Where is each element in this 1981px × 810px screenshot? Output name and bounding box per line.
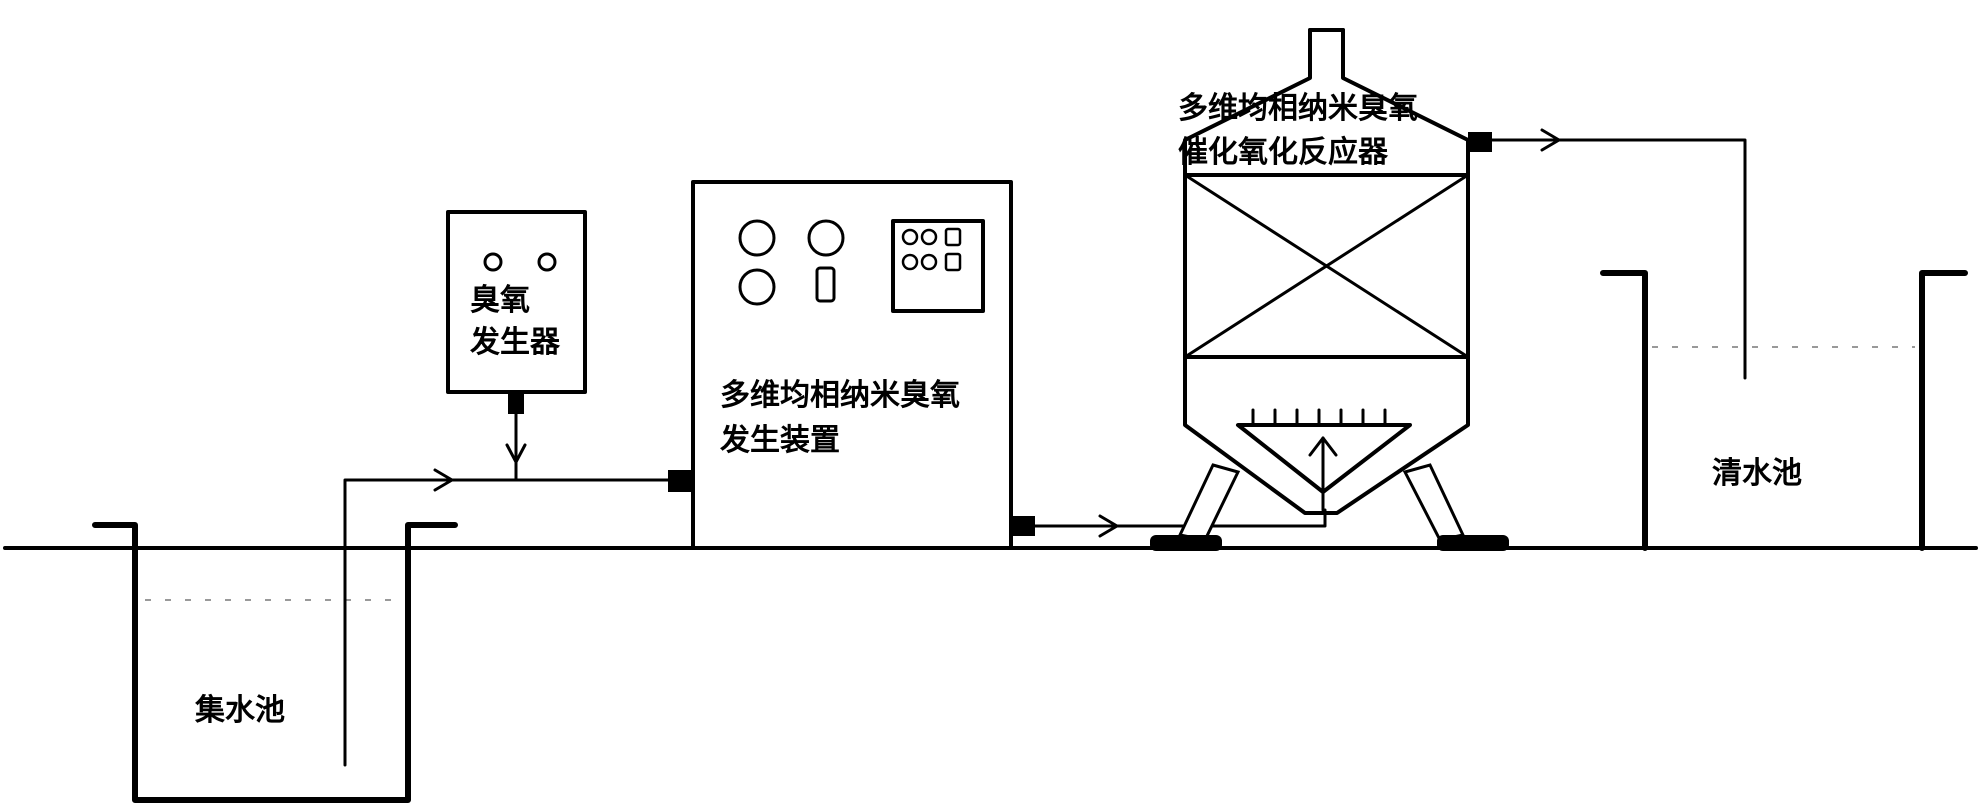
reactor-label-line1: 多维均相纳米臭氧 <box>1178 91 1418 126</box>
reactor-legs <box>1150 463 1509 551</box>
catalyst-bed-cross <box>1183 173 1470 359</box>
indicator-light <box>483 252 503 272</box>
catalytic-reactor: 多维均相纳米臭氧 催化氧化反应器 <box>1150 28 1509 551</box>
ozone-generator-label-line2: 发生器 <box>469 325 561 360</box>
outlet-pipe <box>1490 138 1747 380</box>
collection-tank-label: 集水池 <box>194 693 285 728</box>
device-label-line2: 发生装置 <box>719 423 840 458</box>
gauge-icon <box>807 219 845 257</box>
device-inlet-nozzle <box>668 470 694 492</box>
reactor-outlet-nozzle <box>1468 132 1492 152</box>
nano-ozone-device: 多维均相纳米臭氧 发生装置 <box>668 180 1035 550</box>
gauge-icon <box>738 219 776 257</box>
clear-tank-label: 清水池 <box>1712 456 1802 491</box>
device-to-reactor-pipe <box>1033 508 1327 528</box>
switch-icon <box>815 266 836 303</box>
reactor-label-line2: 催化氧化反应器 <box>1178 135 1389 170</box>
ozone-flow-arrow <box>505 443 527 464</box>
reactor-feed-arrow <box>1098 514 1119 538</box>
upflow-arrow <box>1308 436 1338 457</box>
device-outlet-nozzle <box>1011 516 1035 536</box>
indicator-light <box>537 252 557 272</box>
ozone-generator: 臭氧 发生器 <box>446 210 587 482</box>
gauge-icon <box>738 268 776 306</box>
ozone-generator-label-line1: 臭氧 <box>470 283 530 318</box>
device-label-line1: 多维均相纳米臭氧 <box>720 378 960 413</box>
inlet-pipe <box>343 478 680 767</box>
gas-distributor <box>1236 408 1412 512</box>
control-panel <box>891 219 985 313</box>
outlet-flow-arrow <box>1540 128 1561 152</box>
collection-tank: 集水池 <box>92 522 458 803</box>
ozone-outlet-nozzle <box>508 392 524 414</box>
clear-water-tank: 清水池 <box>1600 270 1968 551</box>
inlet-flow-arrow <box>433 468 454 492</box>
reactor-body <box>1183 28 1470 515</box>
